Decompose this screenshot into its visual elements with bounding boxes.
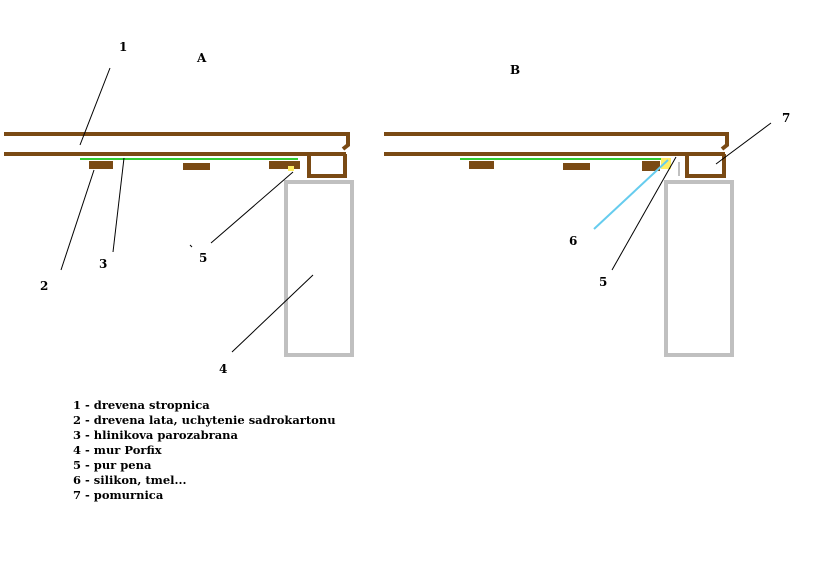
wall-plate-b — [685, 154, 726, 178]
legend-item-4: 4 - mur Porfix — [73, 443, 162, 457]
callout-b5: 5 — [599, 275, 607, 289]
legend-item-1: 1 - drevena stropnica — [73, 398, 210, 412]
batten-a-3 — [269, 161, 300, 169]
legend: 1 - drevena stropnica 2 - drevena lata, … — [73, 398, 336, 503]
panel-b: B 6 5 7 — [384, 63, 790, 357]
wall-b — [664, 180, 734, 357]
foam-a — [288, 166, 294, 171]
sealant-b — [593, 159, 669, 230]
callout-a2: 2 — [40, 279, 48, 293]
leader-a2 — [60, 169, 95, 271]
ceiling-joist-b — [384, 132, 729, 151]
legend-item-6: 6 - silikon, tmel... — [73, 473, 187, 487]
leader-b5 — [611, 156, 677, 271]
callout-b6: 6 — [569, 234, 577, 248]
callout-b7: 7 — [782, 111, 790, 125]
wall-plate-a — [307, 154, 347, 178]
leader-a3 — [112, 157, 125, 253]
legend-item-5: 5 - pur pena — [73, 458, 152, 472]
legend-item-2: 2 - drevena lata, uchytenie sadrokartonu — [73, 413, 336, 427]
batten-b-3 — [642, 161, 660, 171]
stray-mark-a — [189, 244, 193, 248]
wall-a — [284, 180, 354, 357]
ceiling-joist-a — [4, 132, 350, 151]
leader-a1 — [79, 67, 111, 146]
callout-a3: 3 — [99, 257, 107, 271]
foam-b — [661, 158, 671, 169]
panel-b-title: B — [510, 63, 520, 77]
legend-item-3: 3 - hlinikova parozabrana — [73, 428, 238, 442]
panel-a-title: A — [196, 51, 207, 65]
batten-b-2 — [563, 163, 590, 170]
callout-a4: 4 — [219, 362, 227, 376]
callout-a1: 1 — [119, 40, 127, 54]
callout-a5: 5 — [199, 251, 207, 265]
leader-a4 — [231, 274, 314, 353]
leader-b7 — [715, 122, 772, 165]
batten-a-2 — [183, 163, 210, 170]
batten-b-1 — [469, 161, 494, 169]
batten-a-1 — [89, 161, 113, 169]
leader-a5 — [210, 171, 294, 244]
panel-a: A 1 2 3 4 5 — [4, 40, 354, 376]
legend-item-7: 7 - pomurnica — [73, 488, 164, 502]
